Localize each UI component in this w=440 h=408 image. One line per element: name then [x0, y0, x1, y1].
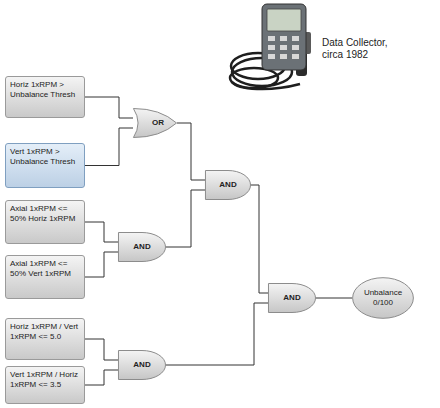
or-gate: OR	[133, 108, 177, 138]
cable	[232, 82, 300, 89]
condition-box: Horiz 1xRPM / Vert 1xRPM <= 5.0	[5, 318, 85, 360]
device-body	[262, 4, 306, 70]
node-text: Horiz 1xRPM > Unbalance Thresh	[10, 80, 80, 100]
node-text: Unbalance 0/100	[361, 288, 405, 308]
key	[268, 54, 275, 59]
node-text: OR	[146, 118, 164, 128]
node-text: Horiz 1xRPM / Vert 1xRPM <= 5.0	[10, 322, 80, 342]
node-text: Vert 1xRPM > Unbalance Thresh	[10, 147, 80, 167]
gate-outline	[118, 233, 165, 262]
node-text: AND	[133, 360, 150, 370]
condition-box: Vert 1xRPM > Unbalance Thresh	[5, 143, 85, 188]
gate-outline	[268, 284, 315, 313]
output-ellipse: Unbalance 0/100	[352, 277, 414, 319]
logic-wire	[85, 370, 118, 385]
key	[280, 45, 287, 50]
condition-box: Axial 1xRPM <= 50% Horiz 1xRPM	[5, 200, 85, 244]
key	[280, 54, 287, 59]
node-text: Vert 1xRPM / Horiz 1xRPM <= 3.5	[10, 370, 80, 390]
key	[268, 36, 275, 41]
keypad	[268, 36, 299, 59]
device-screen	[267, 9, 301, 31]
key	[292, 36, 299, 41]
logic-wire	[85, 339, 118, 360]
logic-wire	[251, 185, 268, 293]
node-text: AND	[133, 242, 150, 252]
key	[292, 45, 299, 50]
key	[280, 36, 287, 41]
ellipse-outline	[353, 278, 414, 319]
logic-wire	[316, 298, 352, 299]
node-text: AND	[219, 180, 236, 190]
condition-box: Vert 1xRPM / Horiz 1xRPM <= 3.5	[5, 366, 85, 404]
key	[292, 54, 299, 59]
logic-wire	[85, 252, 118, 277]
logic-wire	[177, 123, 205, 180]
gate-outline	[118, 351, 165, 380]
gate-outline	[133, 109, 176, 138]
and-gate: AND	[268, 283, 316, 313]
logic-wire	[85, 128, 133, 166]
node-text: AND	[283, 293, 300, 303]
logic-wire	[85, 97, 133, 118]
node-text: Axial 1xRPM <= 50% Vert 1xRPM	[10, 259, 80, 279]
and-gate: AND	[118, 350, 166, 380]
logic-wire	[166, 190, 205, 247]
gate-outline	[205, 171, 250, 200]
logic-wire	[85, 222, 118, 242]
node-text: Axial 1xRPM <= 50% Horiz 1xRPM	[10, 204, 80, 224]
photo-caption: Data Collector, circa 1982	[322, 37, 410, 61]
and-gate: AND	[205, 170, 251, 200]
logic-wire	[166, 303, 268, 365]
condition-box: Horiz 1xRPM > Unbalance Thresh	[5, 76, 85, 118]
and-gate: AND	[118, 232, 166, 262]
key	[268, 45, 275, 50]
condition-box: Axial 1xRPM <= 50% Vert 1xRPM	[5, 255, 85, 299]
